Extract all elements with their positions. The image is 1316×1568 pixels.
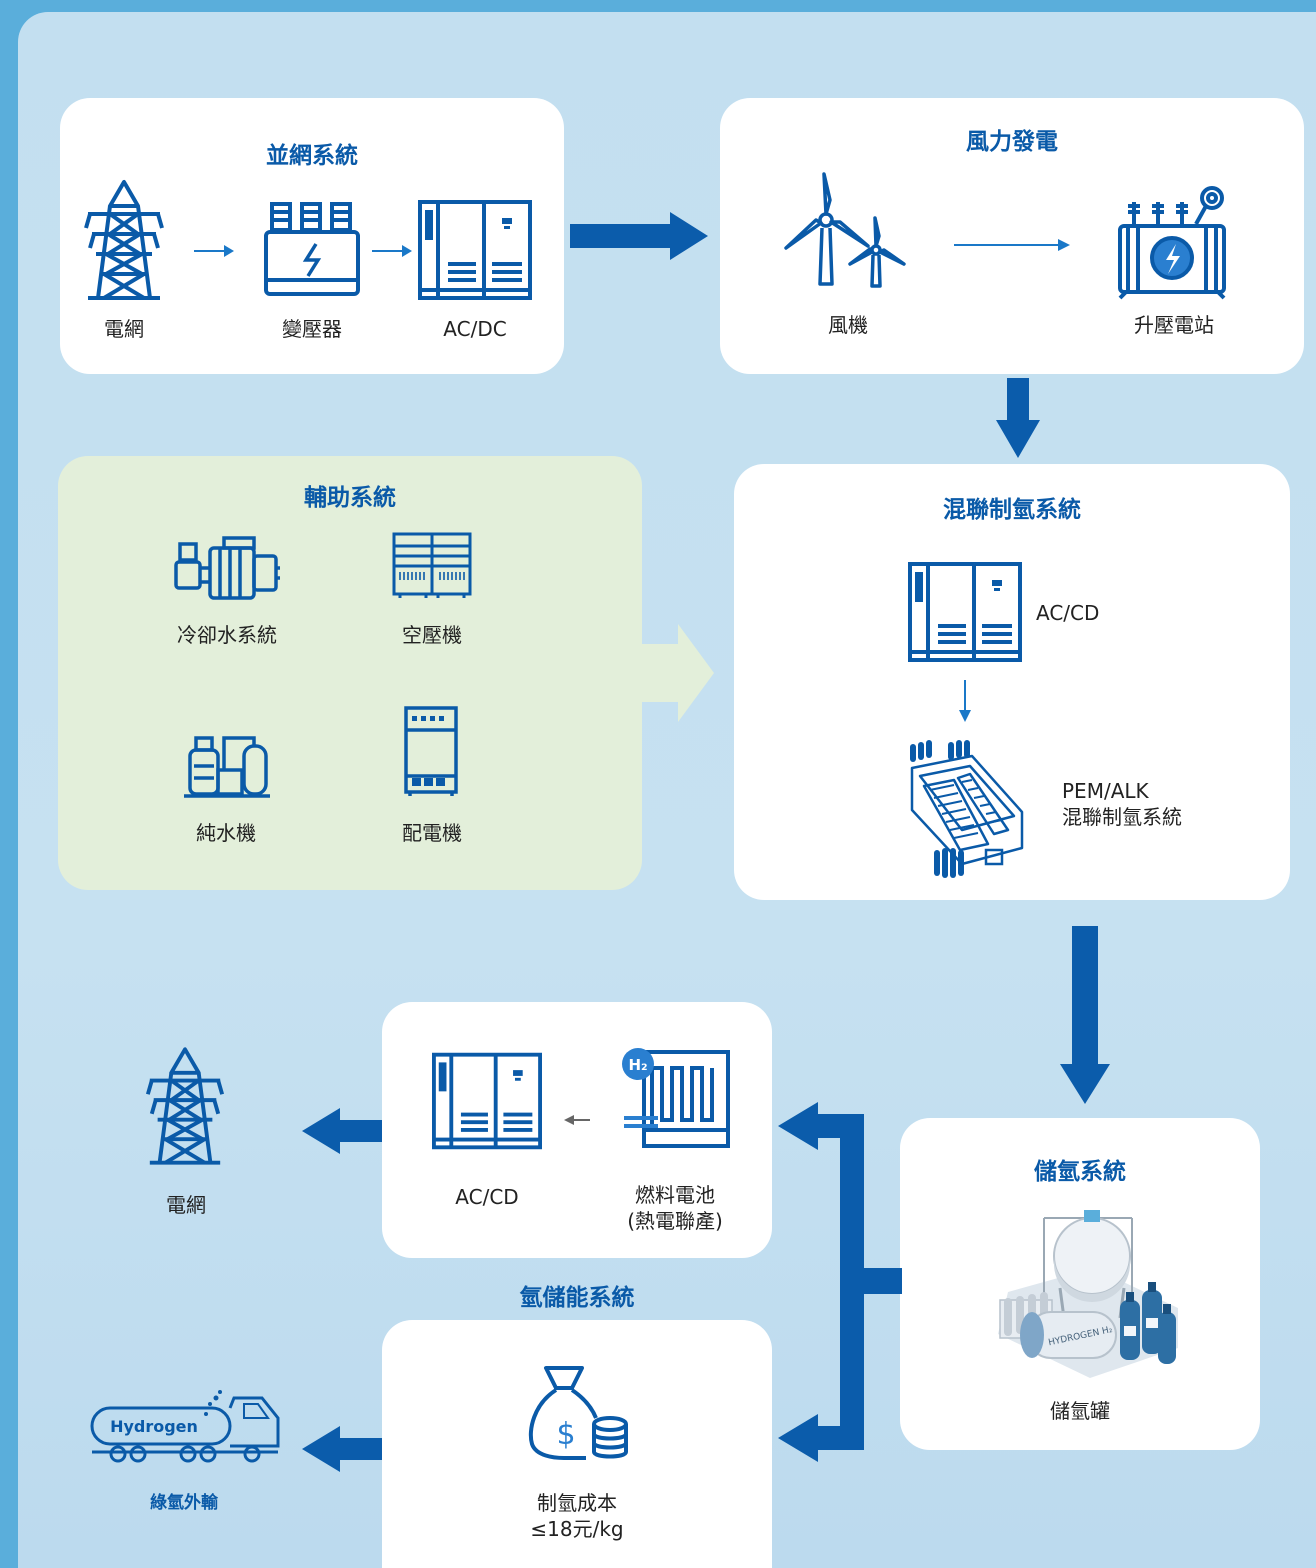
flow-arrow <box>642 624 714 722</box>
wind-turbine-label: 風機 <box>828 313 868 337</box>
hybrid-converter-label: AC/CD <box>1036 601 1100 625</box>
cooling-water-label: 冷卻水系統 <box>177 623 277 647</box>
energy-converter-label: AC/CD <box>455 1185 519 1209</box>
acdc-cabinet-icon <box>432 1052 542 1150</box>
cost-card <box>382 1320 772 1568</box>
distribution-label: 配電機 <box>402 821 462 845</box>
flow-arrow <box>1060 926 1110 1104</box>
output-grid-label: 電網 <box>166 1193 206 1217</box>
air-compressor-label: 空壓機 <box>402 623 462 647</box>
hydrogen-truck-icon: Hydrogen <box>90 1390 280 1463</box>
wind-power-title: 風力發電 <box>966 129 1058 155</box>
branch-connector <box>778 1102 902 1462</box>
cost-label-line1: 制氫成本 <box>537 1491 617 1515</box>
truck-hydrogen-text: Hydrogen <box>110 1417 198 1436</box>
fuel-cell-label-line1: 燃料電池 <box>635 1183 715 1207</box>
fuel-cell-h2-badge: H₂ <box>628 1056 647 1074</box>
wind-turbine-icon <box>784 172 906 288</box>
arrow-down-icon <box>959 680 971 722</box>
power-distribution-icon <box>404 706 458 796</box>
aux-system-card <box>58 456 642 890</box>
acdc-label: AC/DC <box>443 317 507 341</box>
arrow-right-icon <box>954 239 1070 251</box>
storage-tank-illustration: HYDROGEN H₂ <box>998 1210 1178 1378</box>
storage-tank-label: 儲氫罐 <box>1050 1399 1110 1423</box>
fuel-cell-label-line2: (熱電聯產) <box>627 1209 723 1233</box>
electrolyzer-icon <box>910 740 1024 878</box>
pure-water-label: 純水機 <box>196 821 256 845</box>
transport-label: 綠氫外輸 <box>150 1493 218 1513</box>
power-tower-icon <box>84 180 164 300</box>
substation-label: 升壓電站 <box>1134 313 1214 337</box>
power-tower-icon <box>145 1047 225 1165</box>
flow-arrow <box>302 1426 382 1472</box>
flow-arrow <box>570 212 708 260</box>
storage-title: 儲氫系統 <box>1034 1159 1126 1185</box>
money-bag-icon: $ <box>528 1366 628 1460</box>
electrolyzer-label-line1: PEM/ALK <box>1062 779 1149 803</box>
transformer-label: 變壓器 <box>282 317 342 341</box>
transformer-icon <box>264 202 360 296</box>
grid-label: 電網 <box>104 317 144 341</box>
svg-text:$: $ <box>556 1417 575 1452</box>
aux-system-title: 輔助系統 <box>304 485 396 511</box>
cost-label-line2: ≤18元/kg <box>530 1517 624 1541</box>
hybrid-h2-card <box>734 464 1290 900</box>
arrow-left-icon <box>564 1115 590 1125</box>
flow-arrow <box>996 378 1040 458</box>
arrow-right-icon <box>194 245 234 257</box>
grid-system-title: 並網系統 <box>266 143 358 169</box>
acdc-cabinet-icon <box>908 562 1022 662</box>
substation-icon <box>1118 186 1226 300</box>
arrow-right-icon <box>372 245 412 257</box>
pure-water-machine-icon <box>184 736 270 798</box>
flow-arrow <box>302 1108 382 1154</box>
cooling-pump-icon <box>174 536 280 600</box>
electrolyzer-label-line2: 混聯制氫系統 <box>1062 805 1182 829</box>
fuel-cell-icon: H₂ <box>622 1048 730 1148</box>
air-compressor-icon <box>392 532 472 598</box>
energy-storage-title: 氫儲能系統 <box>519 1285 635 1311</box>
hybrid-h2-title: 混聯制氫系統 <box>943 497 1081 523</box>
acdc-cabinet-icon <box>418 200 532 300</box>
